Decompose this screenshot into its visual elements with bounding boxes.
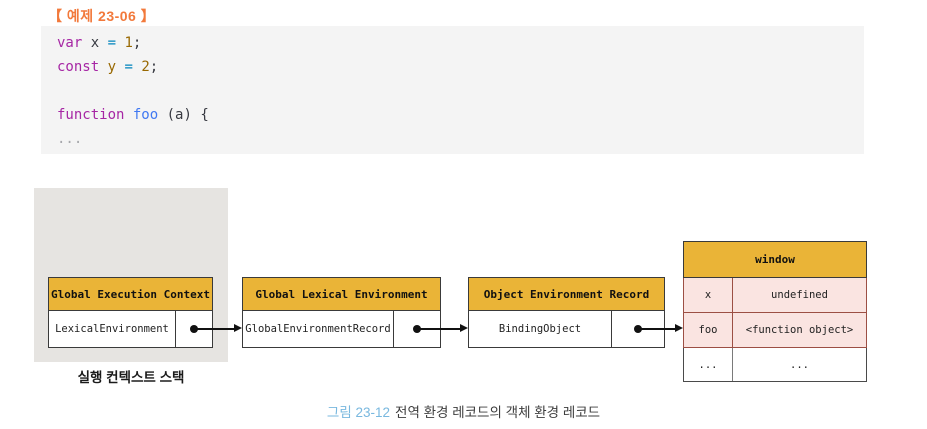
code-token: foo — [132, 107, 159, 123]
code-token: = — [124, 59, 133, 75]
example-label: 【 예제 23-06 】 — [48, 8, 156, 24]
code-line: ... — [57, 127, 864, 151]
code-token: ; — [132, 35, 142, 51]
env-box-title: Object Environment Record — [469, 278, 664, 311]
table-cell-value: ... — [790, 358, 809, 371]
code-token: (a) { — [158, 107, 209, 123]
table-cell-key: foo — [684, 313, 733, 347]
figure-title: 전역 환경 레코드의 객체 환경 레코드 — [395, 405, 601, 420]
table-cell-value: <function object> — [745, 324, 854, 336]
table-cell-key: ... — [684, 348, 733, 381]
figure-caption: 그림 23-12 전역 환경 레코드의 객체 환경 레코드 — [0, 401, 927, 421]
global-execution-context-box: Global Execution Context LexicalEnvironm… — [48, 277, 213, 348]
code-token: ; — [149, 59, 159, 75]
window-object-table: window x undefined foo <function object>… — [683, 241, 867, 382]
env-field-label: LexicalEnvironment — [55, 323, 169, 335]
code-token: = — [107, 35, 117, 51]
table-row: x undefined — [683, 278, 867, 313]
figure-number: 그림 23-12 — [326, 405, 391, 420]
env-box-row: LexicalEnvironment — [49, 311, 212, 347]
env-field-label: GlobalEnvironmentRecord — [245, 323, 391, 335]
code-line: function foo (a) { — [57, 103, 864, 127]
code-token: function — [57, 107, 125, 123]
code-token: ... — [57, 131, 83, 147]
code-block: var x = 1;const y = 2; function foo (a) … — [41, 26, 864, 154]
table-cell-key: x — [684, 278, 733, 312]
env-box-title: Global Lexical Environment — [243, 278, 440, 311]
pointer-arrow-head — [460, 324, 468, 332]
table-row: ... ... — [683, 348, 867, 382]
window-table-title: window — [683, 241, 867, 278]
table-cell-value: undefined — [771, 289, 828, 301]
pointer-arrow-line — [417, 328, 461, 330]
pointer-arrow-head — [675, 324, 683, 332]
table-row: foo <function object> — [683, 313, 867, 348]
env-field-label: BindingObject — [498, 323, 582, 335]
stack-label: 실행 컨텍스트 스택 — [77, 370, 185, 385]
env-box-row: BindingObject — [469, 311, 664, 347]
object-environment-record-box: Object Environment Record BindingObject — [468, 277, 665, 348]
code-token: const — [57, 59, 100, 75]
pointer-arrow-head — [234, 324, 242, 332]
env-box-row: GlobalEnvironmentRecord — [243, 311, 440, 347]
global-lexical-environment-box: Global Lexical Environment GlobalEnviron… — [242, 277, 441, 348]
code-line: const y = 2; — [57, 55, 864, 79]
pointer-arrow-line — [638, 328, 676, 330]
code-token: var — [57, 35, 83, 51]
env-box-title: Global Execution Context — [49, 278, 212, 311]
pointer-arrow-line — [194, 328, 235, 330]
code-token: 1 — [124, 35, 133, 51]
code-token: 2 — [141, 59, 150, 75]
code-token: y — [107, 59, 117, 75]
code-token: x — [82, 35, 108, 51]
code-line: var x = 1; — [57, 31, 864, 55]
